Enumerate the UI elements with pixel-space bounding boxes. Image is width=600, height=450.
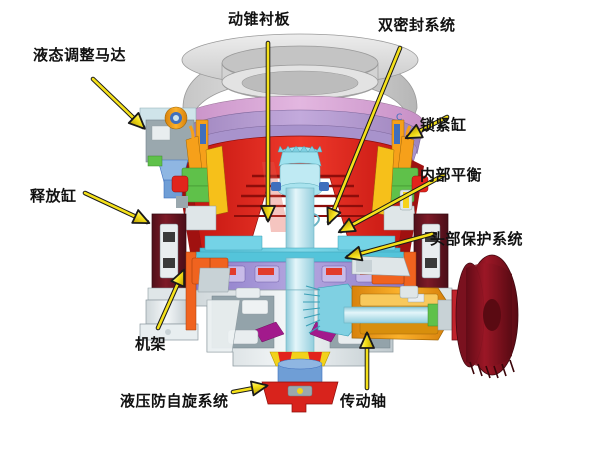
callout-label-hydraulic-anti-spin-system: 液压防自旋系统 [120, 392, 229, 410]
leader-arrow-locking-cylinder [404, 115, 449, 140]
drive-pulley [451, 254, 519, 379]
callout-label-internal-balance: 内部平衡 [420, 166, 483, 184]
leader-arrow-layer [82, 40, 450, 397]
leader-arrow-internal-balance [337, 173, 446, 234]
svg-text:C: C [396, 113, 402, 123]
leader-arrow-hydraulic-anti-spin-system [231, 380, 269, 397]
callout-label-moving-cone-liner: 动锥衬板 [228, 10, 291, 28]
liquid-adjustment-motor [139, 106, 197, 199]
locking-cylinder-right [403, 213, 453, 301]
callout-label-liquid-adjust-motor: 液态调整马达 [33, 46, 127, 64]
leader-arrow-head-protection-system [344, 232, 434, 262]
countershaft-drive-assembly [302, 254, 519, 379]
right-internal-components: C [371, 113, 429, 231]
front-skirt-plates [197, 267, 261, 353]
crusher-head-core [271, 145, 329, 251]
leader-arrow-liquid-adjust-motor [91, 77, 146, 130]
callout-label-release-cylinder: 释放缸 [30, 187, 77, 205]
callout-label-frame: 机架 [135, 335, 167, 353]
left-internal-components [171, 119, 229, 231]
callout-label-double-seal-system: 双密封系统 [378, 16, 456, 34]
callout-label-locking-cylinder: 锁紧缸 [420, 116, 467, 134]
callout-label-drive-shaft: 传动轴 [340, 392, 387, 410]
leader-arrow-double-seal-system [326, 46, 402, 226]
callout-label-head-protection-system: 头部保护系统 [430, 230, 524, 248]
leader-arrow-release-cylinder [83, 191, 151, 225]
leader-arrow-frame [156, 268, 186, 330]
